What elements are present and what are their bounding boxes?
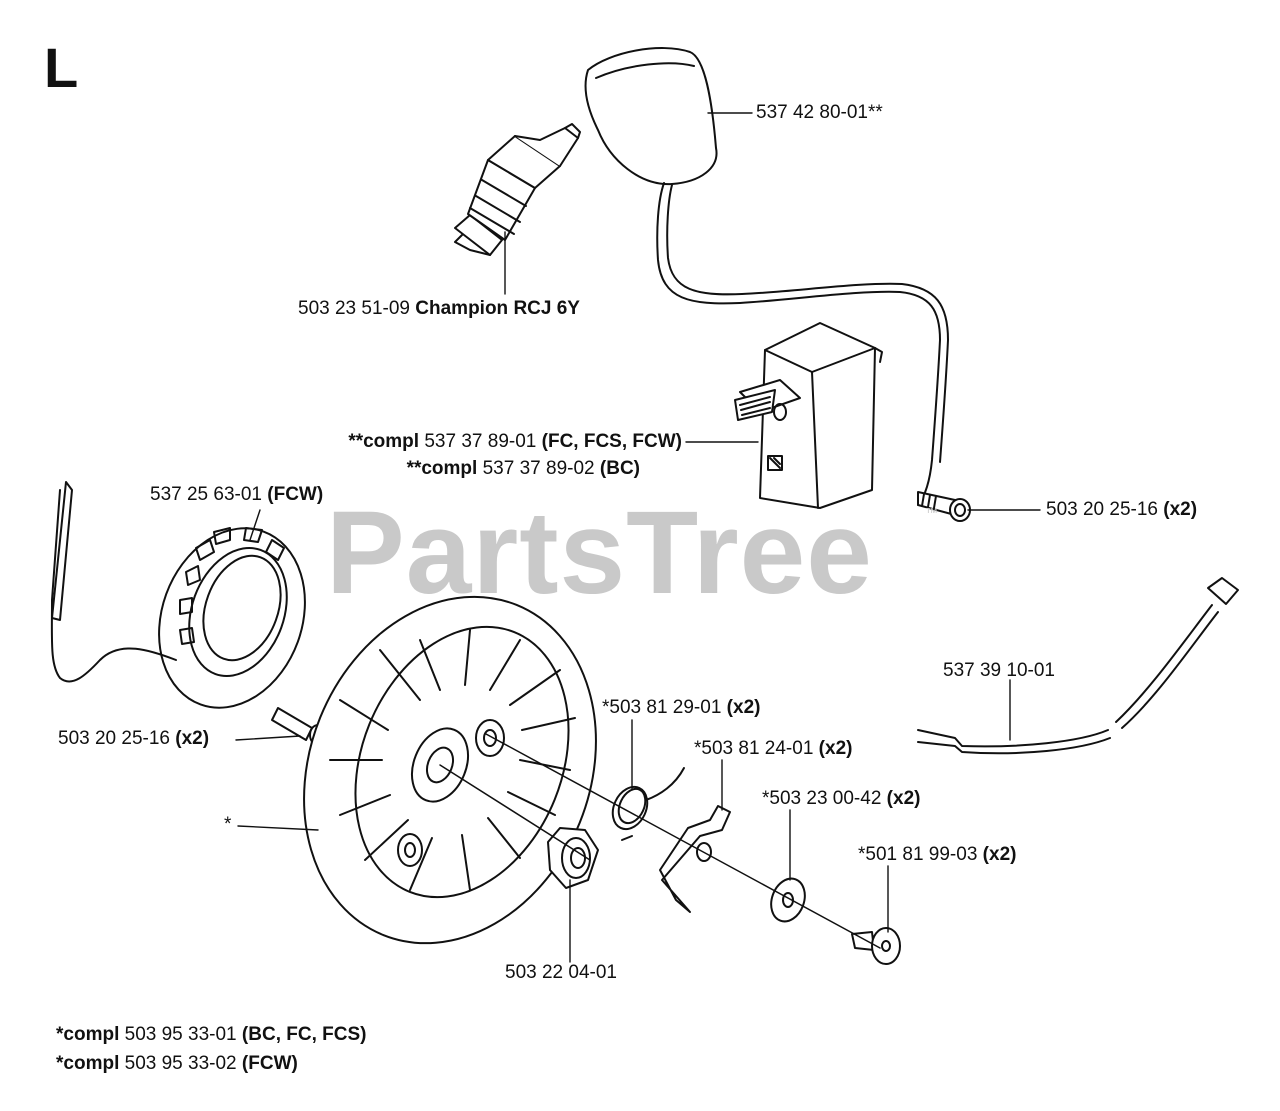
spark-plug <box>454 123 581 256</box>
label-washer: *503 23 00-42 (x2) <box>762 788 921 809</box>
label-ring-screw: 503 20 25-16 (x2) <box>58 728 210 749</box>
footer-line-2: *compl 503 95 33-02 (FCW) <box>56 1053 298 1074</box>
assembly-axis <box>485 733 881 949</box>
coil-ring <box>50 481 306 709</box>
label-module-a: **compl 537 37 89-01 (FC, FCS, FCW) <box>348 431 682 452</box>
flywheel-nut <box>547 827 599 889</box>
label-flywheel: * <box>224 814 232 835</box>
label-pawl: *503 81 24-01 (x2) <box>694 738 853 759</box>
module-screw <box>917 491 971 522</box>
label-ignition-cap: 537 42 80-01** <box>756 102 883 123</box>
pawl-spring <box>611 767 685 841</box>
label-shoulder-screw: *501 81 99-03 (x2) <box>858 844 1017 865</box>
flywheel <box>303 595 597 945</box>
ignition-module <box>734 322 883 509</box>
washer <box>770 877 806 923</box>
watermark-trademark: ™ <box>925 505 938 520</box>
label-module-screw: 503 20 25-16 (x2) <box>1046 499 1198 520</box>
ignition-cable <box>917 577 1239 755</box>
watermark: PartsTree <box>326 487 873 619</box>
pawl <box>659 805 731 913</box>
label-cable: 537 39 10-01 <box>943 660 1055 681</box>
section-letter: L <box>44 36 79 99</box>
label-module-b: **compl 537 37 89-02 (BC) <box>406 458 640 479</box>
leader-lines <box>235 112 1041 963</box>
label-spring: *503 81 29-01 (x2) <box>602 697 761 718</box>
label-spark-plug: 503 23 51-09 Champion RCJ 6Y <box>298 298 580 319</box>
nut-axis <box>439 764 591 861</box>
footer-line-1: *compl 503 95 33-01 (BC, FC, FCS) <box>56 1024 367 1045</box>
label-coil-ring: 537 25 63-01 (FCW) <box>150 484 324 505</box>
spark-plug-cap <box>584 47 949 506</box>
label-nut: 503 22 04-01 <box>505 962 617 983</box>
